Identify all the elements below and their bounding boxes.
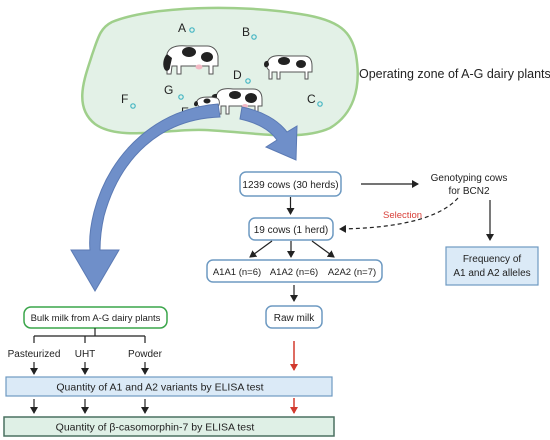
- frequency-line2: A1 and A2 alleles: [453, 268, 530, 279]
- plant-dot-c: [317, 101, 323, 107]
- frequency-line1: Frequency of: [463, 254, 522, 265]
- plant-dot-a: [189, 27, 195, 33]
- plant-dot-d: [245, 78, 251, 84]
- bulk-milk-text: Bulk milk from A-G dairy plants: [31, 313, 161, 324]
- bcm7-text: Quantity of β-casomorphin-7 by ELISA tes…: [56, 422, 255, 434]
- elisa-variants-text: Quantity of A1 and A2 variants by ELISA …: [56, 382, 263, 394]
- arrow-herd-to-a2a2: [311, 240, 335, 258]
- herd-box-text: 19 cows (1 herd): [254, 225, 328, 236]
- product-pasteurized: Pasteurized: [8, 349, 61, 360]
- frequency-box: [445, 246, 539, 286]
- big-arrow-to-cows: [239, 106, 298, 161]
- selection-arrow: [339, 197, 459, 233]
- genotype-a1a2: A1A2 (n=6): [270, 267, 318, 278]
- plant-label-d: D: [233, 68, 242, 82]
- cow-icon: [163, 45, 219, 75]
- genotyping-label-line2: for BCN2: [448, 186, 490, 197]
- cow-population-text: 1239 cows (30 herds): [242, 180, 338, 191]
- plant-dot-b: [251, 34, 257, 40]
- plant-label-a: A: [178, 21, 186, 35]
- genotype-box: [206, 259, 383, 283]
- genotype-a2a2: A2A2 (n=7): [328, 267, 376, 278]
- genotype-a1a1: A1A1 (n=6): [213, 267, 261, 278]
- genotyping-label-line1: Genotyping cows: [431, 173, 508, 184]
- plant-label-b: B: [242, 25, 250, 39]
- selection-label: Selection: [383, 210, 422, 221]
- plant-label-c: C: [307, 92, 316, 106]
- plant-label-f: F: [121, 92, 128, 106]
- bcm7-box: [3, 416, 335, 437]
- raw-milk-text: Raw milk: [274, 313, 316, 324]
- plant-dot-f: [130, 103, 136, 109]
- product-uht: UHT: [75, 349, 96, 360]
- cow-icon: [211, 88, 263, 115]
- product-powder: Powder: [128, 349, 163, 360]
- arrow-herd-to-a1a1: [249, 240, 273, 258]
- raw-milk-box: [265, 305, 323, 329]
- plant-dot-g: [178, 94, 184, 100]
- zone-title: Operating zone of A-G dairy plants: [359, 67, 550, 81]
- herd-box: [248, 217, 334, 241]
- elisa-variants-box: [5, 376, 333, 397]
- plant-label-g: G: [164, 83, 173, 97]
- big-arrow-to-bulk-milk: [70, 103, 221, 292]
- cow-population-box: [239, 171, 342, 197]
- cow-icon: [264, 55, 313, 80]
